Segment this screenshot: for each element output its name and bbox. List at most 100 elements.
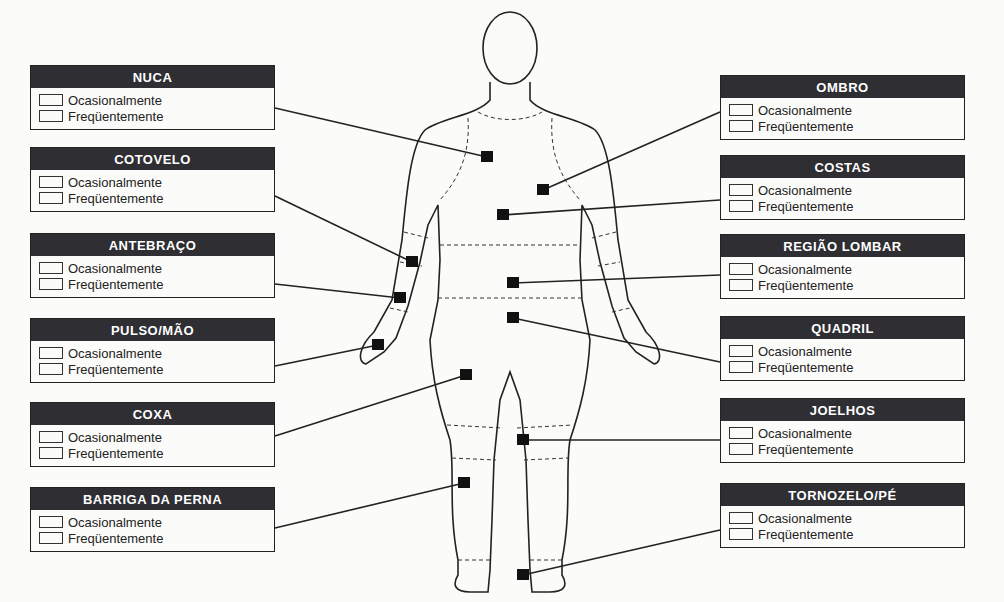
leader-line xyxy=(513,318,720,362)
leader-line xyxy=(275,196,412,262)
body-region-box: ANTEBRAÇOOcasionalmenteFreqüentemente xyxy=(30,233,275,298)
option-row: Ocasionalmente xyxy=(721,261,964,277)
frequency-option: Freqüentemente xyxy=(68,446,163,461)
region-heading: ANTEBRAÇO xyxy=(31,234,274,256)
waist-divider xyxy=(438,298,582,299)
checkbox xyxy=(39,176,63,188)
leader-lines xyxy=(275,108,720,575)
marker-square xyxy=(481,151,493,162)
checkbox xyxy=(729,528,753,540)
knee-divider xyxy=(524,458,568,460)
back-divider xyxy=(440,245,580,246)
leader-line xyxy=(523,530,720,575)
checkbox xyxy=(729,120,753,132)
checkbox xyxy=(729,104,753,116)
region-heading: REGIÃO LOMBAR xyxy=(721,235,964,257)
region-heading: COXA xyxy=(31,403,274,425)
knee-divider xyxy=(452,458,496,460)
body-region-box: COSTAS OcasionalmenteFreqüentemente xyxy=(720,155,965,220)
frequency-option: Freqüentemente xyxy=(68,362,163,377)
option-row: Ocasionalmente xyxy=(31,260,274,276)
frequency-option: Freqüentemente xyxy=(758,442,853,457)
option-row: Freqüentemente xyxy=(721,526,964,542)
frequency-option: Freqüentemente xyxy=(758,199,853,214)
option-row: Ocasionalmente xyxy=(31,514,274,530)
frequency-option: Ocasionalmente xyxy=(68,346,162,361)
knee-divider xyxy=(517,425,573,428)
option-row: Ocasionalmente xyxy=(31,92,274,108)
checkbox xyxy=(39,347,63,359)
option-row: Freqüentemente xyxy=(31,190,274,206)
region-heading: OMBRO xyxy=(721,76,964,98)
body-region-box: COTOVELOOcasionalmenteFreqüentemente xyxy=(30,147,275,212)
option-row: Freqüentemente xyxy=(721,118,964,134)
frequency-option: Ocasionalmente xyxy=(758,511,852,526)
marker-square xyxy=(394,292,406,303)
checkbox xyxy=(729,512,753,524)
checkbox xyxy=(729,279,753,291)
checkbox xyxy=(39,94,63,106)
marker-square xyxy=(497,209,509,220)
marker-square xyxy=(517,569,529,580)
frequency-option: Ocasionalmente xyxy=(68,93,162,108)
frequency-option: Ocasionalmente xyxy=(758,344,852,359)
marker-squares xyxy=(372,151,549,580)
option-row: Ocasionalmente xyxy=(721,102,964,118)
leader-line xyxy=(275,108,487,157)
frequency-option: Ocasionalmente xyxy=(758,183,852,198)
body-region-box: COXA OcasionalmenteFreqüentemente xyxy=(30,402,275,467)
checkbox xyxy=(729,443,753,455)
forearm-divider xyxy=(598,262,620,266)
option-row: Ocasionalmente xyxy=(31,429,274,445)
marker-square xyxy=(458,477,470,488)
leader-line xyxy=(275,375,466,436)
checkbox xyxy=(39,278,63,290)
checkbox xyxy=(39,516,63,528)
region-heading: QUADRIL xyxy=(721,317,964,339)
body-region-box: QUADRIL OcasionalmenteFreqüentemente xyxy=(720,316,965,381)
knee-divider xyxy=(447,425,503,428)
body-region-box: OMBRO OcasionalmenteFreqüentemente xyxy=(720,75,965,140)
body-region-box: JOELHOSOcasionalmenteFreqüentemente xyxy=(720,398,965,463)
region-heading: TORNOZELO/PÉ xyxy=(721,484,964,506)
region-heading: PULSO/MÃO xyxy=(31,319,274,341)
ankle-divider xyxy=(458,560,490,561)
marker-square xyxy=(507,277,519,288)
frequency-option: Freqüentemente xyxy=(68,531,163,546)
region-heading: NUCA xyxy=(31,66,274,88)
frequency-option: Ocasionalmente xyxy=(758,103,852,118)
option-row: Freqüentemente xyxy=(721,198,964,214)
option-row: Freqüentemente xyxy=(721,359,964,375)
frequency-option: Freqüentemente xyxy=(68,191,163,206)
marker-square xyxy=(537,184,549,195)
frequency-option: Freqüentemente xyxy=(758,360,853,375)
leader-line xyxy=(543,112,720,190)
wrist-divider xyxy=(612,308,630,312)
checkbox xyxy=(729,200,753,212)
option-row: Freqüentemente xyxy=(31,445,274,461)
checkbox xyxy=(39,431,63,443)
elbow-divider xyxy=(404,232,428,238)
body-region-box: REGIÃO LOMBAR OcasionalmenteFreqüentement… xyxy=(720,234,965,299)
frequency-option: Freqüentemente xyxy=(758,119,853,134)
body-outline xyxy=(360,12,659,592)
option-row: Ocasionalmente xyxy=(721,182,964,198)
checkbox xyxy=(39,363,63,375)
leader-line xyxy=(275,483,464,528)
checkbox xyxy=(729,263,753,275)
region-heading: COTOVELO xyxy=(31,148,274,170)
neck-divider xyxy=(478,112,542,120)
option-row: Freqüentemente xyxy=(721,277,964,293)
checkbox xyxy=(729,427,753,439)
checkbox xyxy=(39,192,63,204)
frequency-option: Ocasionalmente xyxy=(758,262,852,277)
marker-square xyxy=(460,369,472,380)
frequency-option: Freqüentemente xyxy=(758,278,853,293)
option-row: Freqüentemente xyxy=(31,530,274,546)
region-heading: COSTAS xyxy=(721,156,964,178)
leader-line xyxy=(523,439,720,441)
option-row: Freqüentemente xyxy=(31,108,274,124)
body-region-box: NUCA OcasionalmenteFreqüentemente xyxy=(30,65,275,130)
